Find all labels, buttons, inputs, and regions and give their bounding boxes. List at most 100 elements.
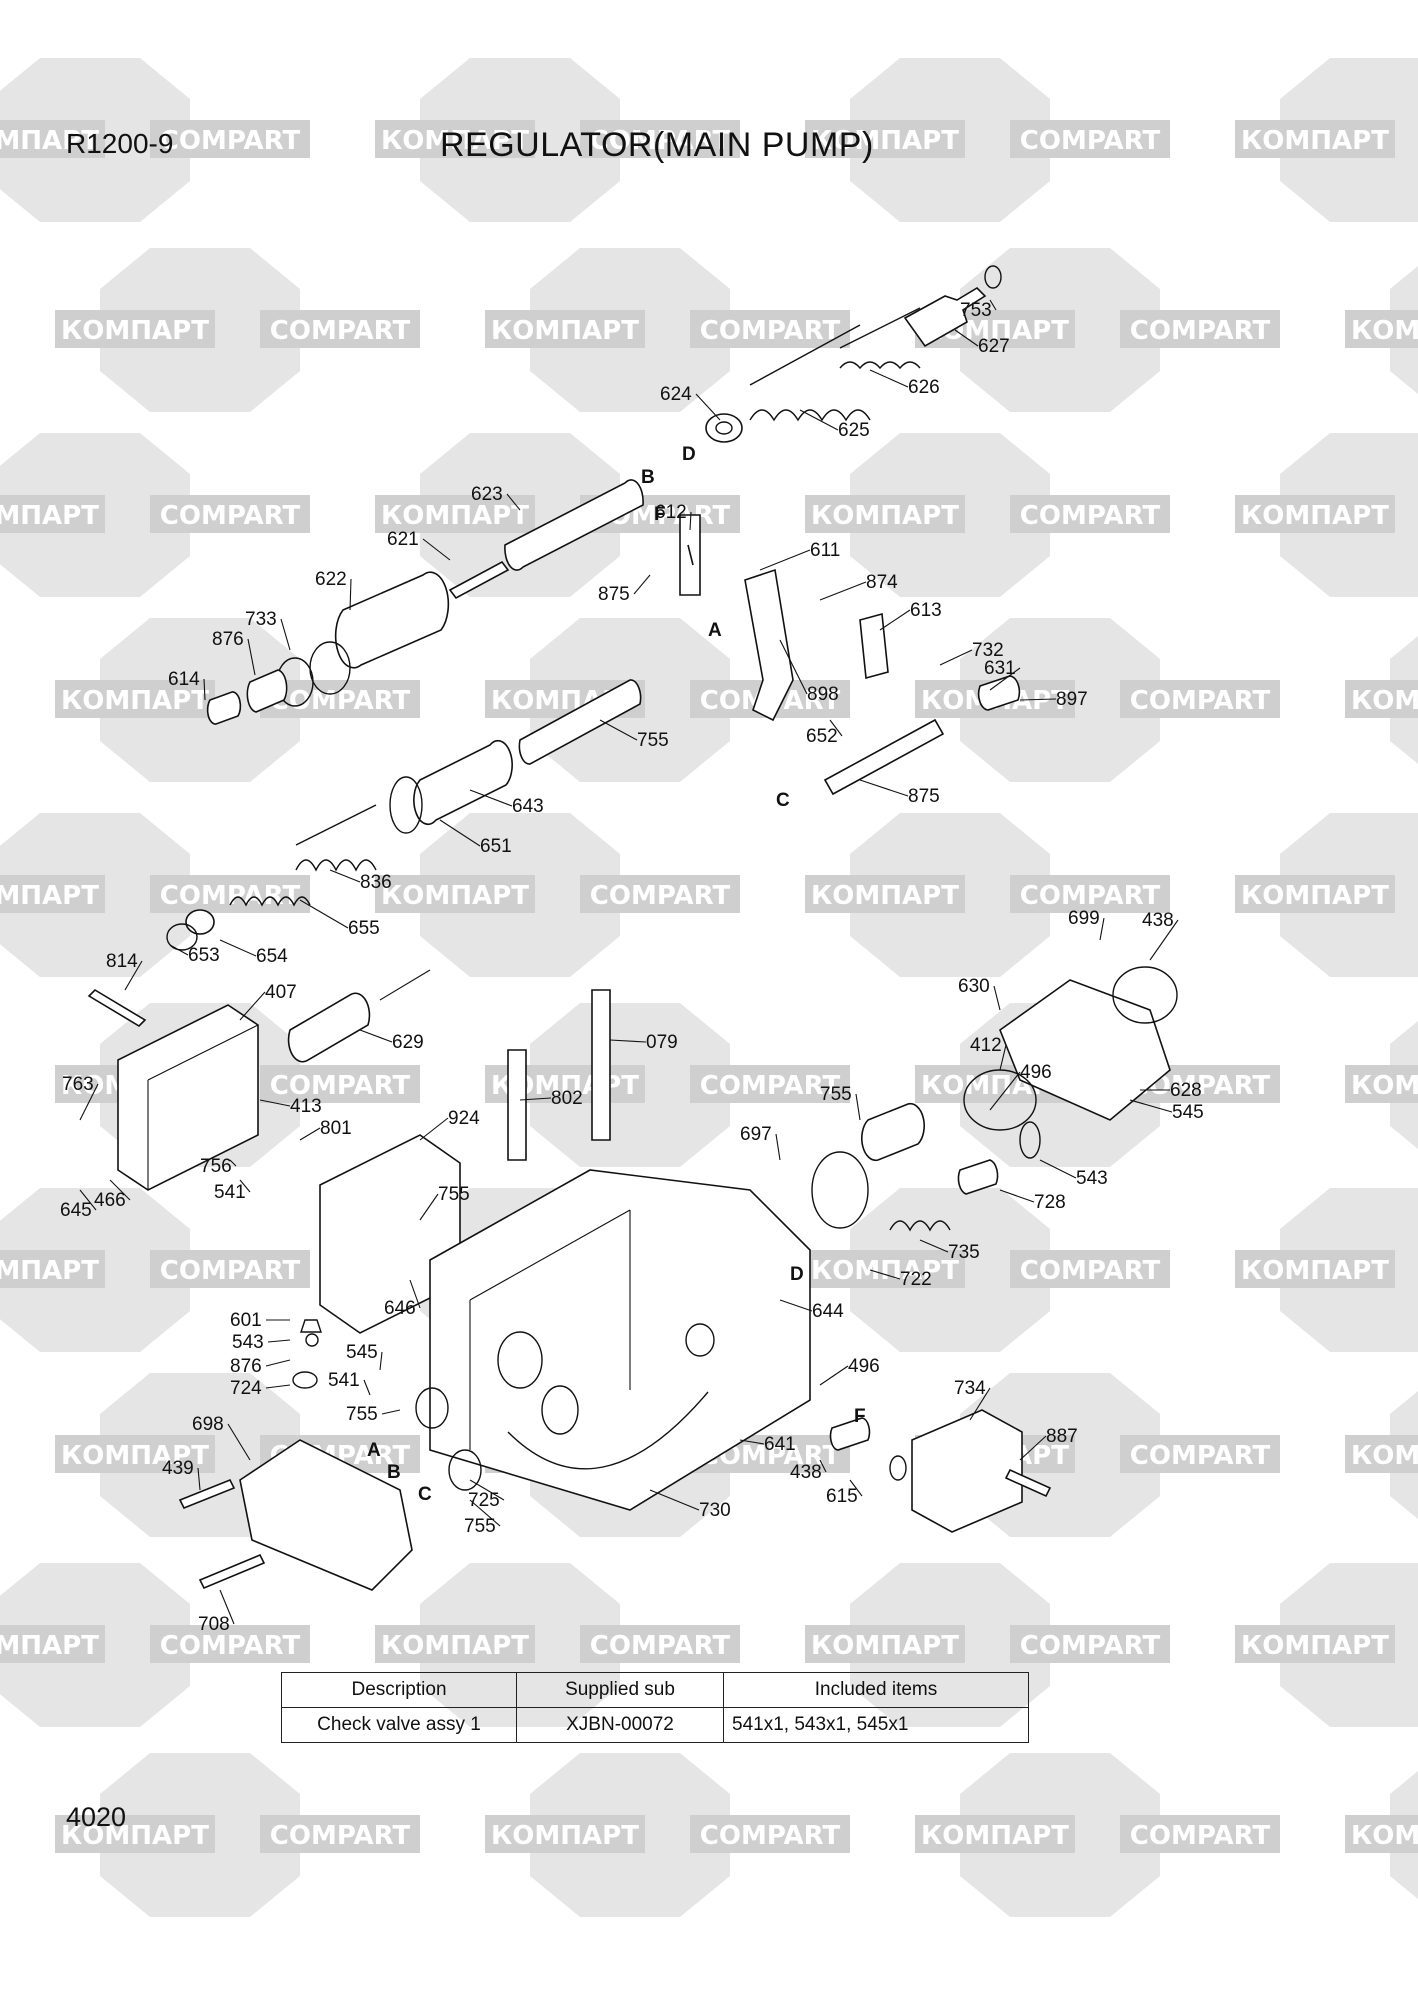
leader-line — [829, 719, 843, 737]
port-letter: A — [367, 1440, 381, 1461]
svg-text:COMPART: COMPART — [270, 1821, 411, 1851]
part-callout: 732 — [972, 640, 1004, 661]
part-callout: 755 — [438, 1184, 470, 1205]
part-callout: 698 — [192, 1414, 224, 1435]
leader-line — [265, 1359, 291, 1367]
leader-line — [999, 1044, 1007, 1071]
svg-text:COMPART: COMPART — [1130, 1441, 1271, 1471]
leader-line — [859, 779, 909, 797]
leader-line — [239, 991, 266, 1021]
svg-text:КОМПАРТ: КОМПАРТ — [1241, 881, 1389, 911]
part-callout: 612 — [655, 502, 687, 523]
svg-text:КОМПАРТ: КОМПАРТ — [491, 1821, 639, 1851]
leader-line — [989, 1071, 1021, 1111]
watermark-logo: КОМПАРТ COMPART — [55, 1753, 420, 1917]
part-callout: 699 — [1068, 908, 1100, 929]
leader-line — [954, 329, 979, 347]
leader-line — [849, 1479, 863, 1497]
part-callout: 755 — [820, 1084, 852, 1105]
page-number: 4020 — [66, 1802, 127, 1832]
page-title: REGULATOR(MAIN PUMP) — [440, 126, 874, 164]
part-callout: 735 — [948, 1242, 980, 1263]
svg-text:КОМПАРТ: КОМПАРТ — [811, 881, 959, 911]
leader-line — [219, 939, 257, 957]
leader-line — [329, 869, 361, 883]
table-header: Supplied sub — [516, 1672, 724, 1708]
svg-text:КОМПАРТ: КОМПАРТ — [491, 316, 639, 346]
leader-line — [1019, 698, 1057, 701]
part-callout: 730 — [699, 1500, 731, 1521]
part-callout: 836 — [360, 872, 392, 893]
leader-line — [519, 1097, 552, 1101]
svg-text:COMPART: COMPART — [590, 126, 731, 156]
leader-line — [265, 1384, 291, 1389]
part-callout: 645 — [60, 1200, 92, 1221]
part-callout: 439 — [162, 1458, 194, 1479]
port-letter: B — [387, 1462, 401, 1483]
leader-line — [419, 1193, 439, 1221]
svg-text:КОМПАРТ: КОМПАРТ — [61, 1821, 209, 1851]
leader-line — [349, 578, 352, 611]
part-callout: 622 — [315, 569, 347, 590]
table-header: Included items — [723, 1672, 1029, 1708]
part-callout: 814 — [106, 951, 138, 972]
part-callout: 801 — [320, 1118, 352, 1139]
part-callout: 626 — [908, 377, 940, 398]
table-cell: Check valve assy 1 — [281, 1707, 517, 1743]
svg-text:COMPART: COMPART — [700, 1071, 841, 1101]
svg-text:COMPART: COMPART — [160, 126, 301, 156]
part-callout: 545 — [1172, 1102, 1204, 1123]
part-callout: 466 — [94, 1190, 126, 1211]
svg-text:КОМПАРТ: КОМПАРТ — [811, 501, 959, 531]
leader-line — [633, 574, 651, 595]
part-callout: 734 — [954, 1378, 986, 1399]
leader-line — [1149, 919, 1179, 961]
leader-line — [799, 409, 839, 431]
svg-text:КОМПАРТ: КОМПАРТ — [0, 881, 99, 911]
leader-line — [695, 393, 721, 421]
svg-text:КОМПАРТ: КОМПАРТ — [1351, 1071, 1418, 1101]
part-callout: 625 — [838, 420, 870, 441]
part-callout: 079 — [646, 1032, 678, 1053]
svg-text:КОМПАРТ: КОМПАРТ — [1241, 501, 1389, 531]
leader-line — [819, 581, 867, 601]
table-cell: XJBN-00072 — [516, 1707, 724, 1743]
svg-text:COMPART: COMPART — [160, 1631, 301, 1661]
part-callout: 753 — [960, 300, 992, 321]
part-callout: 652 — [806, 726, 838, 747]
leader-line — [227, 1423, 251, 1461]
svg-text:КОМПАРТ: КОМПАРТ — [0, 1256, 99, 1286]
part-callout: 874 — [866, 572, 898, 593]
part-callout: 543 — [232, 1332, 264, 1353]
part-callout: 755 — [346, 1404, 378, 1425]
svg-text:COMPART: COMPART — [1130, 686, 1271, 716]
leader-line — [939, 649, 973, 666]
leader-line — [599, 719, 638, 741]
svg-text:КОМПАРТ: КОМПАРТ — [61, 1441, 209, 1471]
part-callout: 641 — [764, 1434, 796, 1455]
svg-text:КОМПАРТ: КОМПАРТ — [1241, 1631, 1389, 1661]
svg-text:КОМПАРТ: КОМПАРТ — [1241, 126, 1389, 156]
watermark-logo: КОМПАРТ COMPART — [0, 58, 310, 222]
part-callout: 876 — [212, 629, 244, 650]
svg-text:КОМПАРТ: КОМПАРТ — [1351, 1441, 1418, 1471]
leader-line — [775, 1133, 781, 1161]
leader-line — [379, 1351, 383, 1371]
part-callout: 601 — [230, 1310, 262, 1331]
svg-text:КОМПАРТ: КОМПАРТ — [0, 126, 99, 156]
part-callout: 755 — [464, 1516, 496, 1537]
supplied-sub-table: Description Supplied sub Included items … — [281, 1672, 1029, 1743]
part-callout: 496 — [1020, 1062, 1052, 1083]
leader-line — [239, 1179, 251, 1193]
part-callout: 733 — [245, 609, 277, 630]
leader-line — [819, 1459, 827, 1473]
